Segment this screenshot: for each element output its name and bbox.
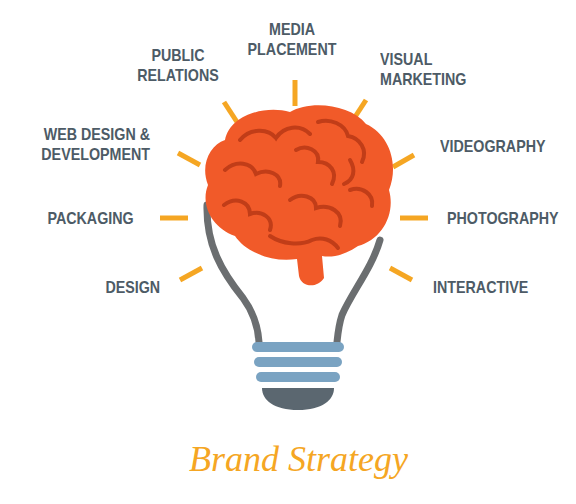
bulb-base — [252, 342, 344, 410]
brain — [205, 105, 393, 285]
service-label: VIDEOGRAPHY — [440, 137, 546, 157]
service-label: DESIGN — [105, 278, 160, 298]
service-label: INTERACTIVE — [433, 278, 528, 298]
diagram-title: Brand Strategy — [189, 438, 408, 480]
service-label: WEB DESIGN & DEVELOPMENT — [24, 125, 150, 165]
service-label: PUBLIC RELATIONS — [127, 46, 229, 86]
service-label: PHOTOGRAPHY — [447, 209, 559, 229]
service-label: MEDIA PLACEMENT — [242, 20, 343, 60]
service-label: VISUAL MARKETING — [380, 50, 486, 90]
service-label: PACKAGING — [48, 209, 134, 229]
